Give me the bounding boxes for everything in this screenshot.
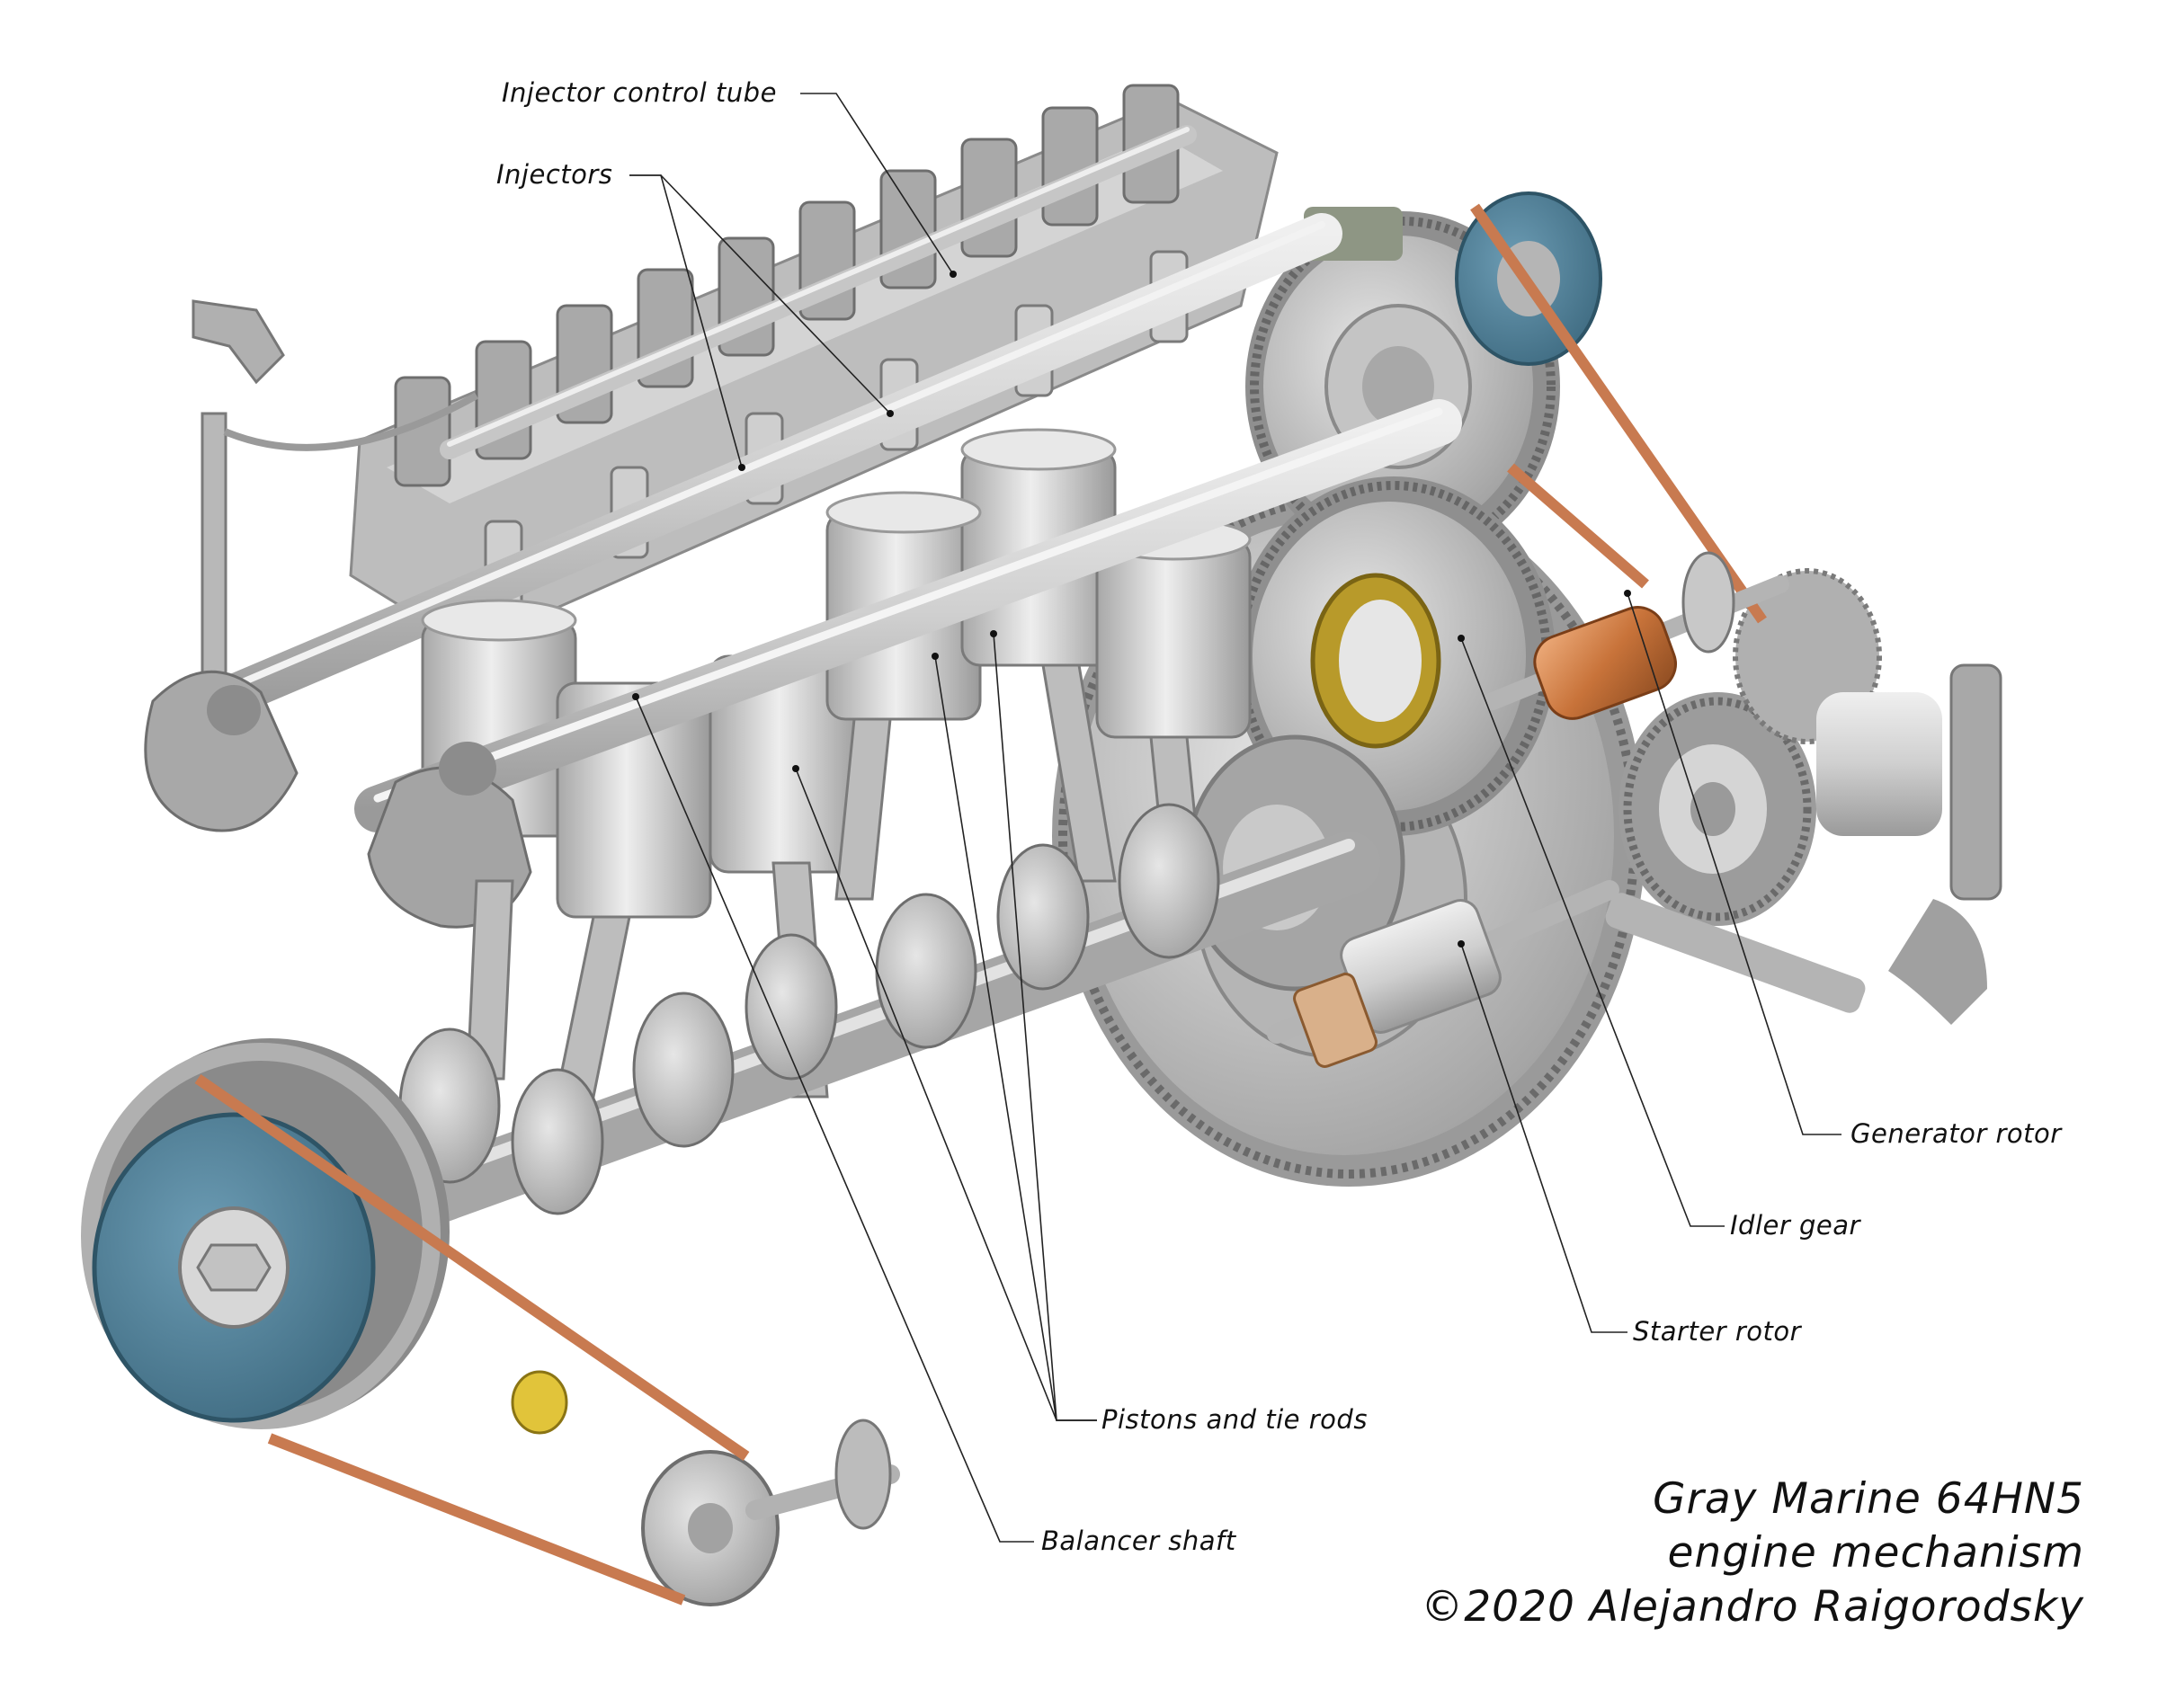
crank-pulley <box>81 1038 450 1429</box>
crankshaft <box>346 803 1380 1245</box>
water-pump <box>511 1370 900 1606</box>
title-line-3: ©2020 Alejandro Raigorodsky <box>1421 1582 2084 1632</box>
title-line-2: engine mechanism <box>1667 1528 2084 1578</box>
label-injectors: Injectors <box>496 159 613 190</box>
valve-train <box>192 84 1279 685</box>
drive-belts <box>194 203 1767 1606</box>
label-starter-rotor: Starter rotor <box>1633 1316 1802 1347</box>
leader-lines <box>629 93 1841 1543</box>
label-pistons-and-tie-rods: Pistons and tie rods <box>1101 1404 1368 1435</box>
title-line-1: Gray Marine 64HN5 <box>1653 1474 2084 1524</box>
camshaft <box>144 213 1342 832</box>
label-generator-rotor: Generator rotor <box>1850 1118 2062 1149</box>
leader-dots <box>632 271 1631 947</box>
label-balancer-shaft: Balancer shaft <box>1041 1526 1236 1556</box>
label-injector-control-tube: Injector control tube <box>502 77 777 108</box>
label-idler-gear: Idler gear <box>1730 1210 1860 1241</box>
starter-rotor-part <box>1267 880 1619 1068</box>
accessory-gears <box>1605 568 2002 1025</box>
